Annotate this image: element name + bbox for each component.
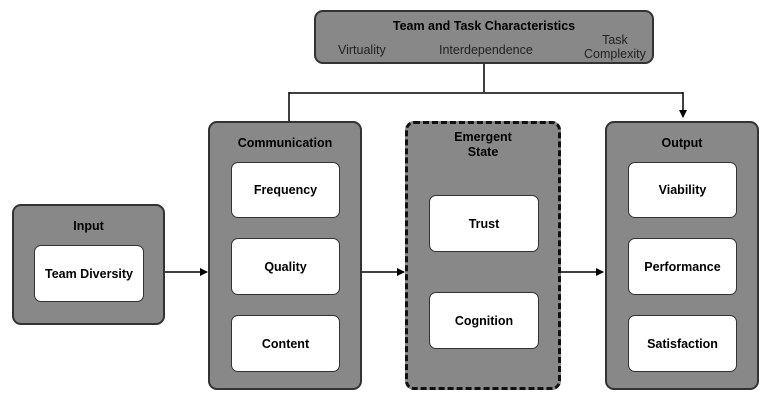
trust-card: Trust xyxy=(429,195,539,252)
viability-card: Viability xyxy=(628,162,737,218)
performance-card: Performance xyxy=(628,238,737,295)
emergent-state-panel: Emergent State Trust Cognition xyxy=(405,121,561,390)
team-task-title: Team and Task Characteristics xyxy=(392,19,576,33)
input-panel: Input Team Diversity xyxy=(12,204,165,325)
team-task-characteristics-box: Team and Task Characteristics Virtuality… xyxy=(314,10,654,64)
task-complexity-label: Task Complexity xyxy=(584,33,646,61)
output-title: Output xyxy=(661,136,703,150)
interdependence-label: Interdependence xyxy=(439,43,533,57)
emergent-state-title: Emergent State xyxy=(408,130,558,160)
task-label-line2: Complexity xyxy=(584,47,646,61)
frequency-card: Frequency xyxy=(231,162,340,218)
content-card: Content xyxy=(231,315,340,372)
team-diversity-card: Team Diversity xyxy=(34,245,144,302)
communication-panel: Communication Frequency Quality Content xyxy=(208,121,362,390)
emergent-title-line2: State xyxy=(467,145,499,159)
input-title: Input xyxy=(73,219,104,233)
satisfaction-card: Satisfaction xyxy=(628,315,737,372)
virtuality-label: Virtuality xyxy=(338,43,386,57)
communication-title: Communication xyxy=(237,136,333,150)
output-panel: Output Viability Performance Satisfactio… xyxy=(605,121,759,390)
quality-card: Quality xyxy=(231,238,340,295)
cognition-card: Cognition xyxy=(429,292,539,349)
emergent-title-line1: Emergent xyxy=(454,130,512,144)
task-label-line1: Task xyxy=(602,33,628,47)
